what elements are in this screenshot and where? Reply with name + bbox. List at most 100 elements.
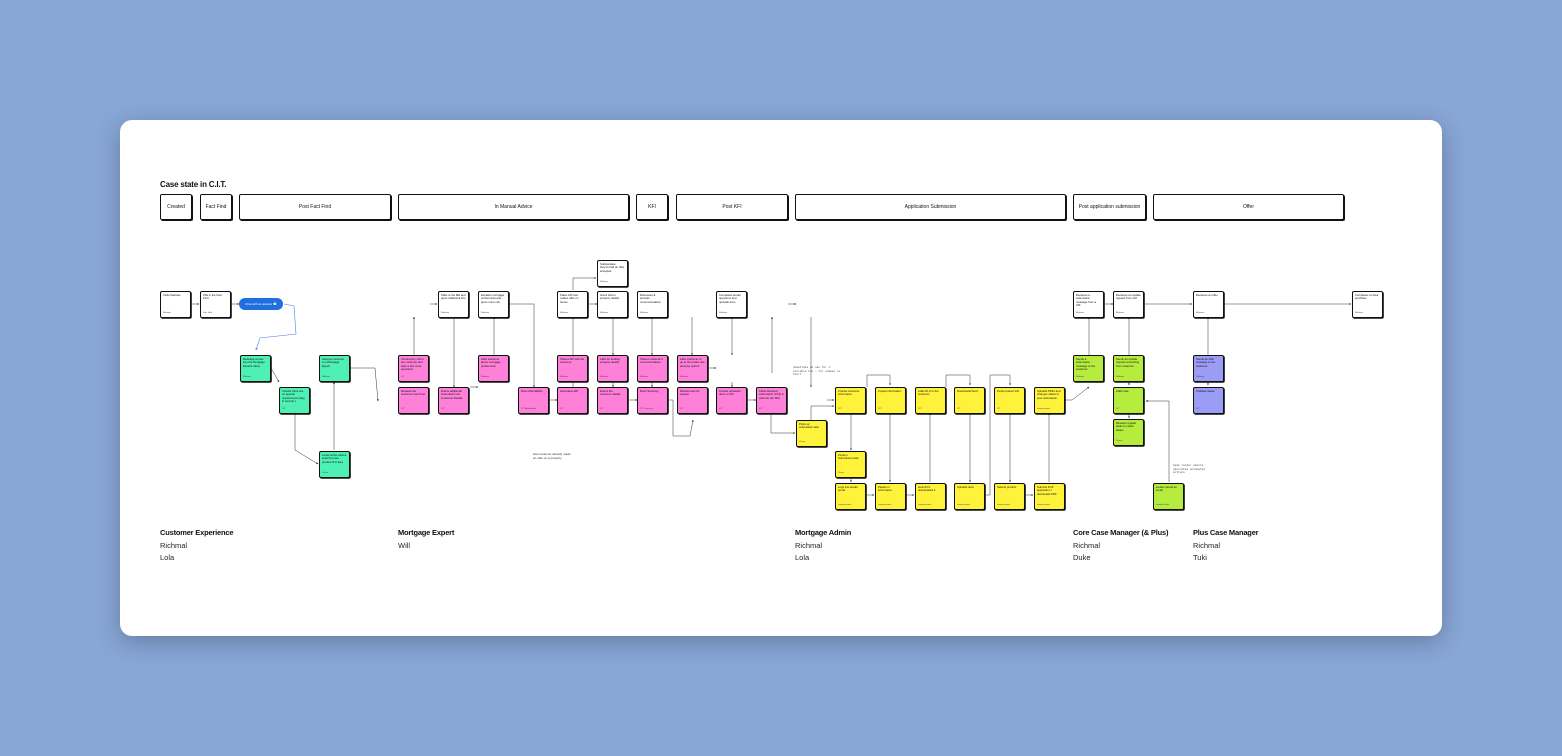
stage-application-submission[interactable]: Application Submission [795,194,1066,220]
stage-created[interactable]: Created [160,194,192,220]
chat-with-advisor-pill[interactable]: Chat with an advisor 💬 [239,298,283,310]
node-footer: Website [322,375,330,378]
node-footer: Webinar [441,311,450,314]
node-introductory-call[interactable]: Introductory call to the customer and as… [398,355,429,382]
stage-kfi[interactable]: KFI [636,194,668,220]
node-sends-submission-message[interactable]: Sends a submission message to the custom… [1073,355,1104,382]
node-text: Shares customer's recommendation [640,357,664,365]
stage-post-kfi[interactable]: Post KFI [676,194,788,220]
node-talks-to-me[interactable]: Talks to the ME and gives additional inf… [438,291,469,318]
node-enters-additional-info[interactable]: Enters additional information into Custo… [438,387,469,414]
node-footer: CIT [401,407,405,410]
node-footer: CIT [878,407,882,410]
stage-fact-find[interactable]: Fact Find [200,194,232,220]
node-text: Sends an update request something from c… [1116,357,1140,368]
node-asks-lender-site[interactable]: Asks customer to go to the lender site a… [677,355,708,382]
node-text: Completes lender questions and uploads d… [719,293,741,304]
node-footer: CIT [719,407,723,410]
node-text: Adds ID-V to the customer [918,389,939,397]
stage-post-application-submission[interactable]: Post application submission [1073,194,1146,220]
node-footer: Webinar [1116,375,1125,378]
node-asks-preferences[interactable]: Asks customer about mortgage preferences… [478,355,509,382]
node-footer: CIT [918,407,922,410]
node-text: Finds product info [997,389,1020,393]
node-explains-preferences[interactable]: Explains mortgage preferences and gives … [478,291,509,318]
node-footer: Webinar [481,311,490,314]
role-title-plus-case-manager: Plus Case Manager [1193,528,1259,537]
node-footer: Webinar [600,280,609,283]
stage-offer[interactable]: Offer [1153,194,1344,220]
node-text: Looks at the Advice search to see produc… [322,453,347,464]
node-text: Checks there are no special requirements… [282,389,305,404]
node-footer: Website [163,311,171,314]
role-title-core-case-manager: Core Case Manager (& Plus) [1073,528,1169,537]
connector-lines [191,277,1352,496]
role-person: Lola [795,553,810,562]
node-offer-accepted[interactable]: Substantiate they've had an offer accept… [597,260,628,287]
node-text: Introductory call to the customer and as… [401,357,424,372]
node-request-submission[interactable]: Clicks Request submission (CTA) in case … [756,387,787,414]
node-checks-special-requirements[interactable]: Checks there are no special requirements… [279,387,310,414]
node-message-inbox[interactable]: Message comes into the Mortgage Experts … [240,355,271,382]
node-text: Uploads PDFs and changes status to post … [1037,389,1061,400]
role-title-customer-experience: Customer Experience [160,528,234,537]
node-text: Shares AIP with the customer [560,357,585,365]
node-footer: Webinar [1076,375,1085,378]
node-text: Asks customer to go to the lender site a… [680,357,705,368]
node-completes-lender-questions[interactable]: Completes lender questions and uploads d… [716,291,747,318]
node-text: Checks customer information [838,389,860,397]
node-text: Receives an offer [1196,293,1218,297]
node-footer: Webinar [600,311,609,314]
node-uploads-pdfs[interactable]: Uploads PDFs and changes status to post … [1034,387,1065,414]
node-sends-update-request[interactable]: Sends an update request something from c… [1113,355,1144,382]
stage-post-fact-find[interactable]: Post Fact Find [239,194,391,220]
stage-in-manual-advice[interactable]: In Manual Advice [398,194,629,220]
node-footer: CIT [997,407,1001,410]
node-submits-application[interactable]: Submits FLIF application / downloads PDF… [1034,483,1065,510]
node-text: Reviews regular tasks to check status [1116,421,1137,432]
board-canvas: Case state in C.I.T. Created Fact Find P… [120,120,1442,636]
node-footer: Webinar [1196,311,1205,314]
node-footer: CIT [441,407,445,410]
node-advice-search[interactable]: Looks at the Advice search to see produc… [319,451,350,478]
node-footer: Webinar [640,375,649,378]
node-footer: CIT [600,407,604,410]
